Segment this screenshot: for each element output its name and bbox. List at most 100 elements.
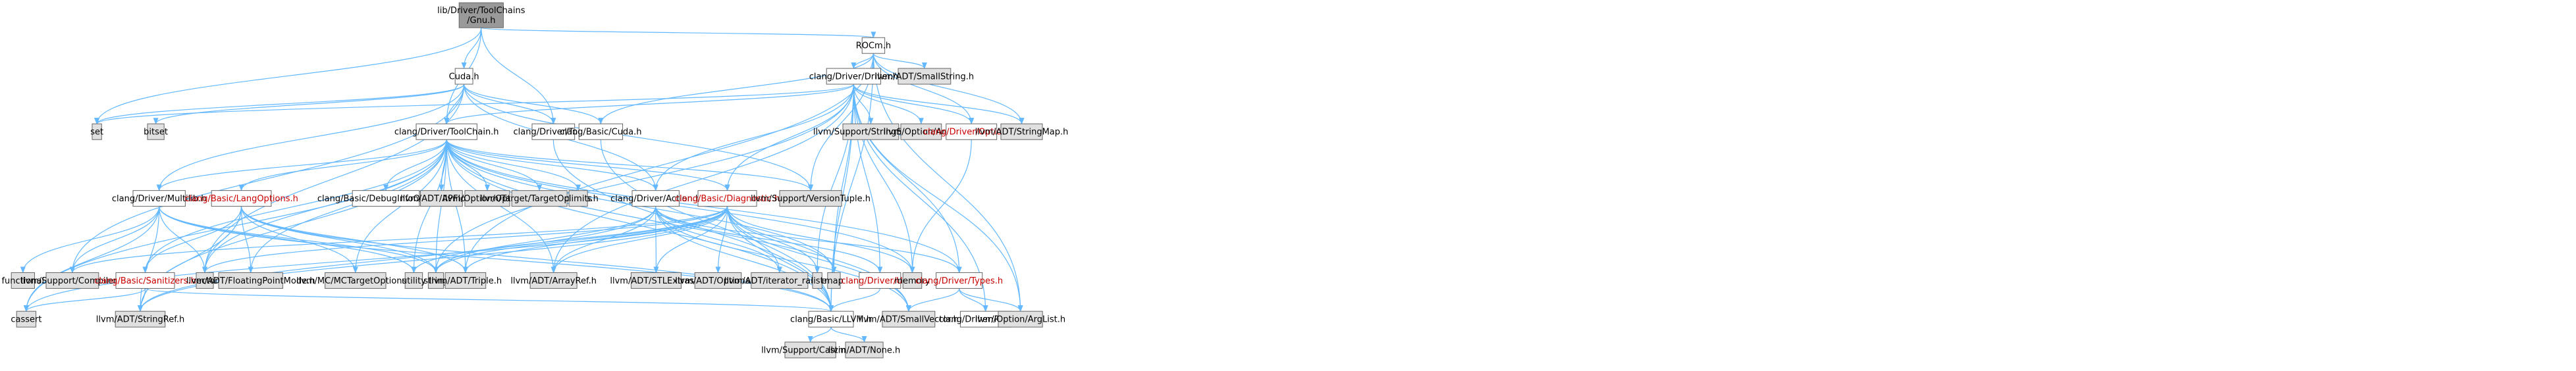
node-gnu[interactable]: lib/Driver/ToolChains/Gnu.h: [437, 2, 525, 28]
edge-diagnostic-to-triple: [462, 206, 728, 274]
edge-gnu-to-set: [94, 28, 482, 125]
node-triple: llvm/ADT/Triple.h: [429, 272, 502, 289]
node-toolchain[interactable]: clang/Driver/ToolChain.h: [394, 123, 499, 140]
edge-diagnostic-to-smallvector: [726, 206, 911, 312]
node-box-triple: [444, 272, 487, 289]
node-llvm[interactable]: clang/Basic/LLVM.h: [790, 310, 872, 328]
edge-driver-to-optarg: [853, 84, 924, 125]
node-box-iteratorrange: [751, 272, 809, 289]
node-floatingpointmode: llvm/ADT/FloatingPointMode.h: [186, 272, 315, 289]
edge-langoptions-to-triple: [240, 206, 468, 274]
edge-driver-to-action: [653, 84, 854, 191]
edge-diagnostic-to-list: [726, 206, 820, 274]
node-label-action: clang/Driver/Action.h: [610, 194, 701, 204]
node-box-bitset: [147, 123, 165, 140]
node-types[interactable]: clang/Driver/Types.h: [915, 272, 1003, 289]
node-box-llvm: [808, 310, 854, 328]
edge-types-to-arglist: [959, 288, 1023, 312]
edge-langoptions-to-floatingpointmode: [240, 206, 254, 274]
edge-options-to-memory: [909, 139, 972, 274]
node-label-driver: clang/Driver/Driver.h: [809, 72, 898, 82]
node-label-cuda: Cuda.h: [449, 72, 479, 82]
edge-diagnostic-to-map: [726, 206, 837, 274]
edge-multilib-to-utility: [159, 206, 417, 274]
node-box-driver: [826, 68, 882, 85]
node-diagnostic[interactable]: clang/Basic/Diagnostic.h: [675, 190, 780, 207]
node-label-optarg: llvm/Option/Arg.h: [884, 128, 959, 137]
node-action[interactable]: clang/Driver/Action.h: [610, 190, 701, 207]
node-label-apfloat: llvm/ADT/APFloat.h: [400, 194, 482, 204]
edge-toolchain-to-action: [446, 139, 658, 191]
node-box-cassert: [16, 310, 37, 328]
node-box-optarg: [900, 123, 942, 140]
edge-diagnostic-to-compiler: [70, 206, 728, 274]
node-iteratorrange: llvm/ADT/iterator_range.h: [724, 272, 835, 289]
edge-toolchain-to-multilib: [156, 139, 447, 191]
node-label-arrayref: llvm/ADT/ArrayRef.h: [510, 276, 597, 286]
node-label-vector: vector: [191, 276, 219, 286]
edge-action-to-stlextras: [653, 206, 659, 274]
node-label-stringsaver: llvm/Support/StringSaver.h: [813, 128, 928, 137]
edge-driver-to-toolchain: [444, 84, 854, 125]
node-box-langoptions: [211, 190, 272, 207]
node-box-arglist: [998, 310, 1043, 328]
node-langoptions[interactable]: clang/Basic/LangOptions.h: [184, 190, 298, 207]
edge-action-to-llvm: [655, 206, 834, 312]
edge-action-to-types: [655, 206, 962, 274]
node-box-gnu: [458, 2, 504, 28]
edge-cuda-to-set: [94, 84, 465, 125]
node-label-set: set: [90, 128, 103, 137]
node-utility: utility: [402, 272, 426, 289]
node-label-stringmap: llvm/ADT/StringMap.h: [975, 128, 1069, 137]
node-label-langoptions: clang/Basic/LangOptions.h: [184, 194, 298, 204]
node-cuda[interactable]: Cuda.h: [449, 68, 479, 85]
node-box-stringsaver: [842, 123, 899, 140]
node-label-floatingpointmode: llvm/ADT/FloatingPointMode.h: [186, 276, 315, 286]
edge-multilib-to-cassert: [23, 206, 160, 312]
edge-action-to-util: [655, 206, 883, 274]
edge-toolchain-to-floatingpointmode: [248, 139, 447, 274]
node-label-bitset: bitset: [144, 128, 168, 137]
node-arrayref: llvm/ADT/ArrayRef.h: [510, 272, 597, 289]
edge-driver-to-list: [815, 84, 854, 274]
node-rocm[interactable]: ROCm.h: [856, 37, 891, 54]
node-functional: functional: [1, 272, 44, 289]
edge-toolchain-to-climits: [446, 139, 581, 191]
node-tool[interactable]: clang/Driver/Tool.h: [514, 123, 594, 140]
edge-types-to-smallvector: [905, 288, 960, 312]
node-label-util: clang/Driver/Util.h: [841, 276, 919, 286]
node-label-multilib: clang/Driver/Multilib.h: [112, 194, 207, 204]
edge-toolchain-to-langoptions: [238, 139, 447, 191]
edge-multilib-to-stringref: [138, 206, 160, 312]
edge-driver-to-string: [433, 84, 854, 274]
node-box-set: [92, 123, 102, 140]
node-options[interactable]: clang/Driver/Options.h: [923, 123, 1020, 140]
edge-diagnostic-to-vector: [202, 206, 728, 274]
node-basiccuda[interactable]: clang/Basic/Cuda.h: [560, 123, 642, 140]
node-label-gnu: /Gnu.h: [467, 16, 495, 26]
node-box-climits: [568, 190, 588, 207]
node-sanitizers[interactable]: clang/Basic/Sanitizers.h: [94, 272, 196, 289]
node-box-none: [845, 341, 884, 359]
node-box-versiontuple: [779, 190, 842, 207]
node-util[interactable]: clang/Driver/Util.h: [841, 272, 919, 289]
edge-toolchain-to-targetoptions: [446, 139, 543, 191]
node-label-stlextras: llvm/ADT/STLExtras.h: [610, 276, 702, 286]
node-none: llvm/ADT/None.h: [828, 341, 900, 359]
node-bitset: bitset: [144, 123, 168, 140]
edge-diagnostic-to-stlextras: [653, 206, 728, 274]
node-driver[interactable]: clang/Driver/Driver.h: [809, 68, 898, 85]
node-memory: memory: [894, 272, 930, 289]
node-multilib[interactable]: clang/Driver/Multilib.h: [112, 190, 207, 207]
edge-rocm-to-basiccuda: [598, 53, 874, 125]
node-box-rocm: [861, 37, 886, 54]
node-label-iteratorrange: llvm/ADT/iterator_range.h: [724, 276, 835, 286]
node-versiontuple: llvm/Support/VersionTuple.h: [751, 190, 871, 207]
node-string: string: [423, 272, 448, 289]
node-box-action: [631, 190, 680, 207]
node-label-types: clang/Driver/Types.h: [915, 276, 1003, 286]
edge-rocm-to-stringmap: [872, 53, 1025, 125]
node-apfloat: llvm/ADT/APFloat.h: [400, 190, 483, 207]
node-box-diagnostic: [697, 190, 757, 207]
